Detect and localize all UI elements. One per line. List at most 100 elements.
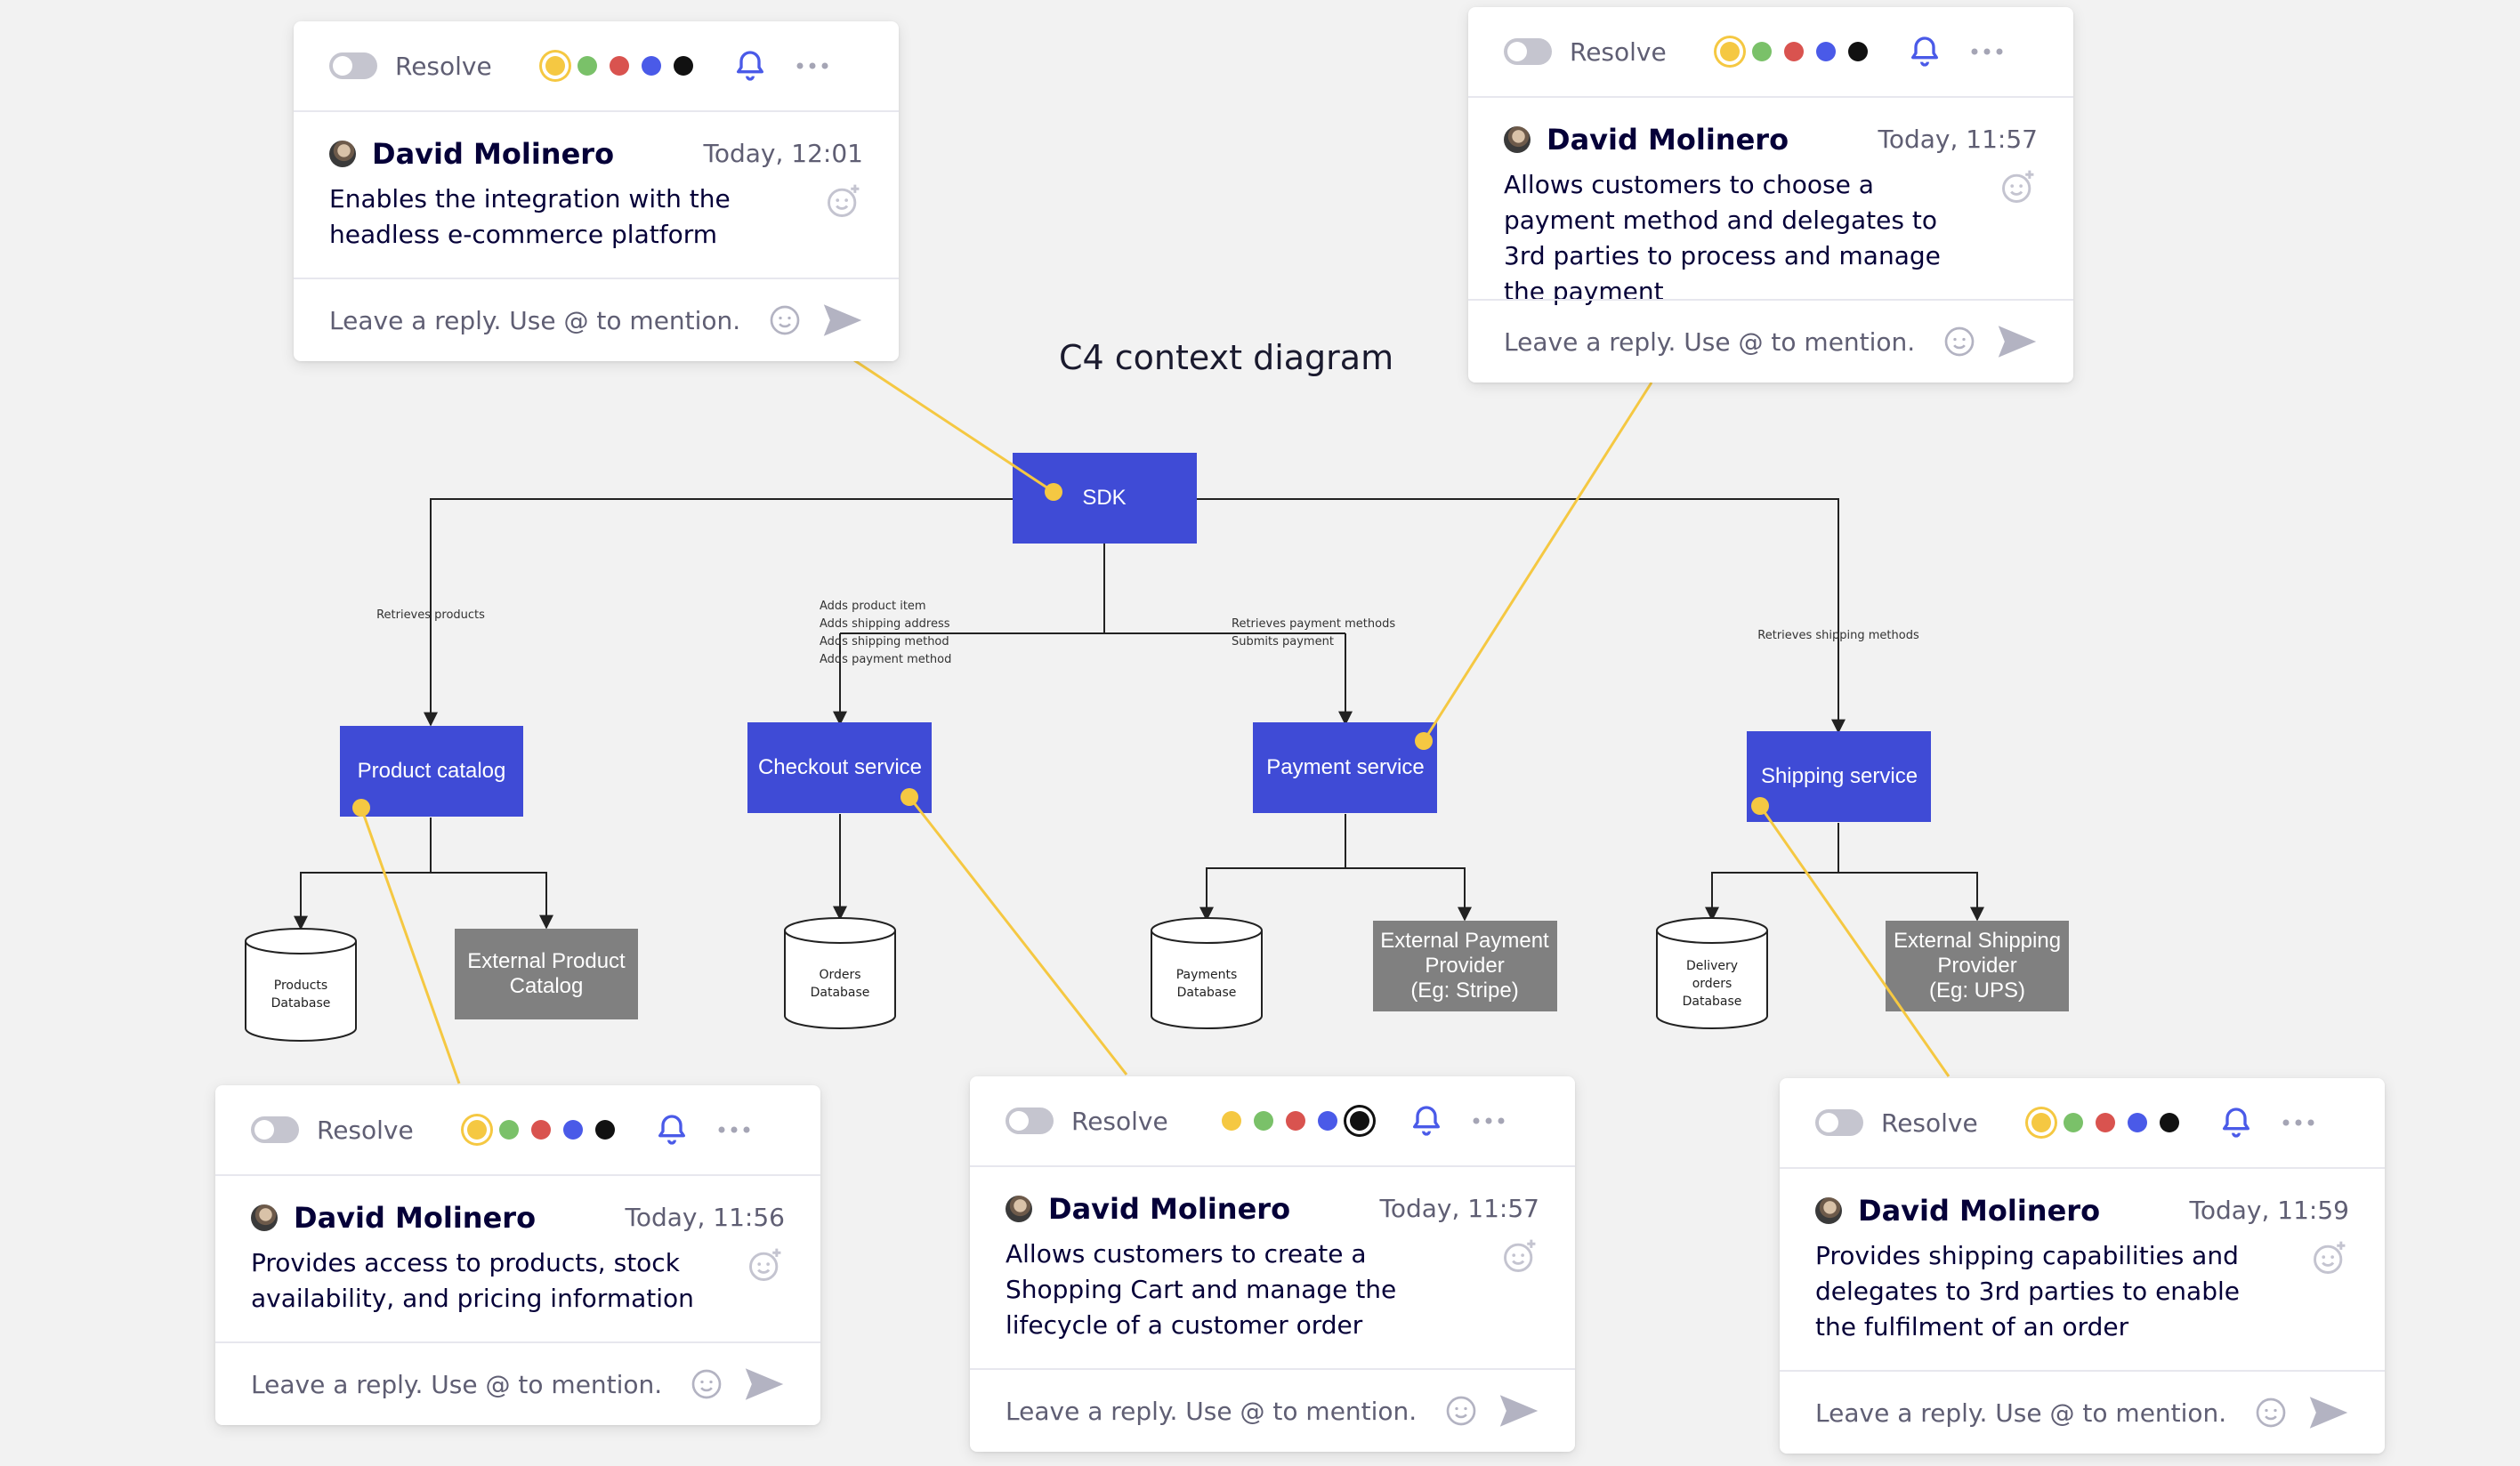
more-options-icon[interactable] (2281, 1117, 2316, 1128)
node-external-payment-provider[interactable] (1373, 921, 1557, 1011)
color-swatch[interactable] (2095, 1113, 2115, 1132)
reply-input[interactable] (1504, 326, 1942, 357)
reply-bar (294, 278, 899, 361)
edge-shipping-db (1705, 823, 1839, 922)
color-swatch[interactable] (1815, 42, 1836, 61)
color-swatch[interactable] (530, 1120, 551, 1140)
node-shipping-service[interactable] (1747, 731, 1931, 822)
emoji-icon[interactable] (1443, 1393, 1479, 1429)
send-icon[interactable] (1997, 324, 2038, 359)
reply-input[interactable] (1006, 1396, 1443, 1426)
resolve-toggle[interactable] (329, 52, 377, 79)
node-delivery-db[interactable] (1656, 917, 1768, 1029)
comment-body: David Molinero Today, 11:56 Provides acc… (215, 1176, 820, 1317)
add-reaction-icon[interactable] (1999, 167, 2038, 206)
send-icon[interactable] (2308, 1395, 2349, 1430)
send-icon[interactable] (822, 302, 863, 338)
bell-icon[interactable] (654, 1112, 690, 1148)
emoji-icon[interactable] (2253, 1395, 2289, 1430)
node-payments-db[interactable] (1151, 917, 1263, 1029)
emoji-icon[interactable] (689, 1366, 724, 1402)
color-swatch[interactable] (2127, 1113, 2147, 1132)
comment-author-row: David Molinero (1504, 123, 2038, 157)
more-options-icon[interactable] (1969, 46, 2005, 57)
bell-icon[interactable] (1907, 34, 1942, 69)
edge-sdk-shipping (1197, 498, 1846, 734)
more-options-icon[interactable] (1471, 1116, 1506, 1126)
reply-input[interactable] (251, 1369, 689, 1399)
node-product-catalog[interactable] (340, 726, 523, 817)
color-swatch[interactable] (577, 56, 597, 76)
color-swatch[interactable] (1847, 42, 1868, 61)
comment-text: Allows customers to create a Shopping Ca… (1006, 1239, 1397, 1340)
comment-card-product[interactable]: Resolve David Molinero Today, 11:56 (215, 1085, 820, 1425)
node-sdk[interactable] (1013, 453, 1197, 544)
color-swatch[interactable] (641, 56, 661, 76)
bell-icon[interactable] (1409, 1103, 1444, 1139)
node-external-product-catalog[interactable] (455, 929, 638, 1019)
comment-pin-checkout[interactable] (901, 788, 918, 806)
send-icon[interactable] (744, 1366, 785, 1402)
node-products-db[interactable] (245, 928, 357, 1042)
database-nodes (245, 917, 1768, 1042)
comment-pin-sdk[interactable] (1045, 483, 1062, 501)
bell-icon[interactable] (2218, 1105, 2254, 1140)
edge-shipping-external (1838, 872, 1984, 922)
color-swatch[interactable] (545, 56, 565, 76)
comment-card-shipping[interactable]: Resolve David Molinero Today, 11:59 (1780, 1078, 2385, 1454)
avatar (329, 141, 356, 167)
node-payment-service[interactable] (1253, 722, 1437, 813)
color-swatch[interactable] (1783, 42, 1804, 61)
color-swatch[interactable] (1719, 42, 1740, 61)
color-swatch[interactable] (466, 1120, 487, 1140)
emoji-icon[interactable] (1942, 324, 1977, 359)
resolve-toggle[interactable] (1006, 1108, 1054, 1134)
comment-card-checkout[interactable]: Resolve David Molinero Today, 11:57 (970, 1076, 1575, 1452)
add-reaction-icon[interactable] (2310, 1238, 2349, 1277)
color-swatch[interactable] (2159, 1113, 2179, 1132)
resolve-toggle[interactable] (1504, 38, 1552, 65)
color-swatch[interactable] (498, 1120, 519, 1140)
color-swatch[interactable] (562, 1120, 583, 1140)
color-swatch[interactable] (673, 56, 693, 76)
comment-body: David Molinero Today, 11:59 Provides shi… (1780, 1169, 2385, 1345)
emoji-icon[interactable] (767, 302, 803, 338)
comment-author-row: David Molinero (1006, 1192, 1539, 1226)
add-reaction-icon[interactable] (824, 181, 863, 221)
comment-author: David Molinero (294, 1201, 537, 1235)
color-swatch[interactable] (2031, 1113, 2051, 1132)
reply-input[interactable] (1815, 1398, 2253, 1428)
add-reaction-icon[interactable] (1500, 1236, 1539, 1276)
node-external-shipping-provider[interactable] (1886, 921, 2069, 1011)
avatar (1504, 126, 1531, 153)
color-swatch[interactable] (1317, 1111, 1337, 1131)
bell-icon[interactable] (732, 48, 768, 84)
color-swatch[interactable] (1285, 1111, 1305, 1131)
comment-pin-product[interactable] (352, 799, 370, 817)
node-orders-db[interactable] (784, 917, 896, 1029)
send-icon[interactable] (1498, 1393, 1539, 1429)
more-options-icon[interactable] (716, 1124, 752, 1135)
color-swatch[interactable] (1253, 1111, 1273, 1131)
add-reaction-icon[interactable] (746, 1245, 785, 1285)
color-swatches (2031, 1113, 2179, 1132)
comment-pin-payment[interactable] (1415, 732, 1433, 750)
more-options-icon[interactable] (795, 60, 830, 71)
color-swatch[interactable] (2063, 1113, 2083, 1132)
reply-input[interactable] (329, 305, 767, 335)
color-swatch[interactable] (1221, 1111, 1241, 1131)
color-swatch[interactable] (609, 56, 629, 76)
resolve-label: Resolve (317, 1115, 414, 1145)
comment-card-payment[interactable]: Resolve David Molinero Today, 11:57 (1468, 7, 2073, 383)
edge-payment-external (1345, 867, 1472, 922)
color-swatch[interactable] (1349, 1111, 1369, 1131)
color-swatch[interactable] (1751, 42, 1772, 61)
comment-card-sdk[interactable]: Resolve David Molinero Today, 12:01 (294, 21, 899, 361)
comment-text: Provides shipping capabilities and deleg… (1815, 1241, 2240, 1341)
comment-pin-shipping[interactable] (1751, 797, 1769, 815)
resolve-toggle[interactable] (251, 1116, 299, 1143)
color-swatch[interactable] (594, 1120, 615, 1140)
resolve-toggle[interactable] (1815, 1109, 1863, 1136)
